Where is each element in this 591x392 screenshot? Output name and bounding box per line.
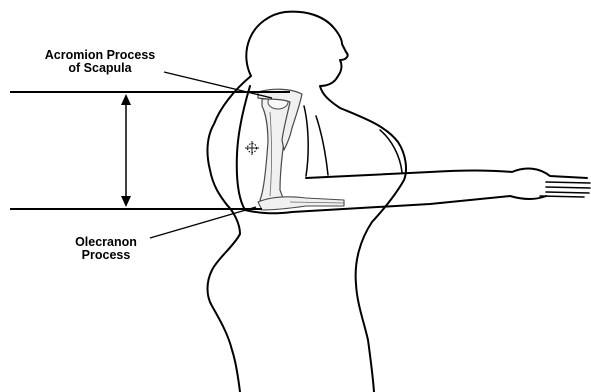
- breast-contour: [380, 130, 402, 172]
- acromion-process-label: Acromion Process of Scapula: [12, 49, 188, 75]
- measurement-double-arrow: [121, 94, 131, 207]
- crosshair-target-icon: [245, 141, 259, 155]
- acromion-label-line2: of Scapula: [12, 62, 188, 75]
- hand-fingers: [540, 182, 590, 197]
- torso-inner-contour: [316, 116, 328, 175]
- forearm-outline: [306, 169, 587, 178]
- upper-arm-front: [304, 106, 308, 176]
- forearm-bones: [258, 197, 344, 210]
- acromion-leader-line: [164, 72, 272, 98]
- olecranon-label-line2: Process: [60, 249, 152, 262]
- olecranon-process-label: Olecranon Process: [60, 236, 152, 262]
